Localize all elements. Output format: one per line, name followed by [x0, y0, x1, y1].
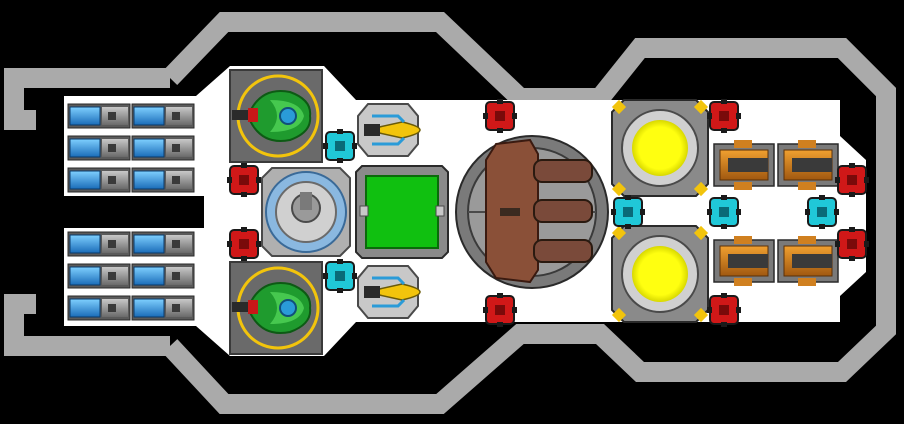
reactor-top[interactable] [611, 99, 709, 197]
cannon-barrel-1 [533, 159, 593, 183]
crew-pod-icon[interactable] [131, 231, 195, 257]
power-node-icon[interactable] [707, 99, 741, 133]
missile-icon [365, 121, 421, 139]
crew-pod-array [67, 103, 195, 321]
crew-pod-icon[interactable] [131, 167, 195, 193]
control-screen-icon [365, 175, 439, 249]
crew-pod-icon[interactable] [131, 103, 195, 129]
thruster-icon[interactable] [777, 140, 839, 190]
missile-launcher-bottom[interactable] [357, 265, 421, 319]
power-node-icon[interactable] [835, 227, 869, 261]
coolant-node-icon[interactable] [323, 259, 357, 293]
turret-bottom-barrel [232, 302, 256, 312]
turret-top[interactable] [229, 69, 323, 163]
power-node-icon[interactable] [227, 163, 261, 197]
crew-pod-icon[interactable] [131, 263, 195, 289]
thruster-icon[interactable] [713, 236, 775, 286]
crew-pod-icon[interactable] [67, 167, 131, 193]
crew-pod-icon[interactable] [67, 103, 131, 129]
coolant-node-icon[interactable] [323, 129, 357, 163]
coolant-node-icon[interactable] [611, 195, 645, 229]
power-node-icon[interactable] [227, 227, 261, 261]
thruster-icon[interactable] [777, 236, 839, 286]
thruster-array [713, 140, 839, 286]
hull-left-arm-top [4, 68, 170, 130]
control-station[interactable] [355, 165, 449, 259]
main-cannon[interactable] [455, 135, 609, 289]
missile-icon [365, 283, 421, 301]
crew-pod-icon[interactable] [131, 295, 195, 321]
node-array [227, 99, 869, 327]
crew-pod-icon[interactable] [67, 295, 131, 321]
cannon-barrel-2 [533, 199, 593, 223]
shield-generator[interactable] [261, 167, 351, 257]
power-node-icon[interactable] [835, 163, 869, 197]
crew-pod-icon[interactable] [67, 263, 131, 289]
turret-bottom[interactable] [229, 261, 323, 355]
turret-top-barrel [232, 110, 256, 120]
reactor-bottom[interactable] [611, 225, 709, 323]
power-node-icon[interactable] [483, 99, 517, 133]
thruster-icon[interactable] [713, 140, 775, 190]
coolant-node-icon[interactable] [707, 195, 741, 229]
hull-frame [4, 12, 896, 414]
cannon-barrel-3 [533, 239, 593, 263]
coolant-node-icon[interactable] [805, 195, 839, 229]
crew-bay-divider [64, 196, 204, 228]
power-node-icon[interactable] [707, 293, 741, 327]
crew-pod-icon[interactable] [67, 231, 131, 257]
hull-top-ring-1 [162, 12, 896, 414]
missile-launcher-top[interactable] [357, 103, 421, 157]
power-node-icon[interactable] [483, 293, 517, 327]
hull-left-arm-bottom [4, 294, 170, 356]
crew-pod-icon[interactable] [67, 135, 131, 161]
crew-pod-icon[interactable] [131, 135, 195, 161]
